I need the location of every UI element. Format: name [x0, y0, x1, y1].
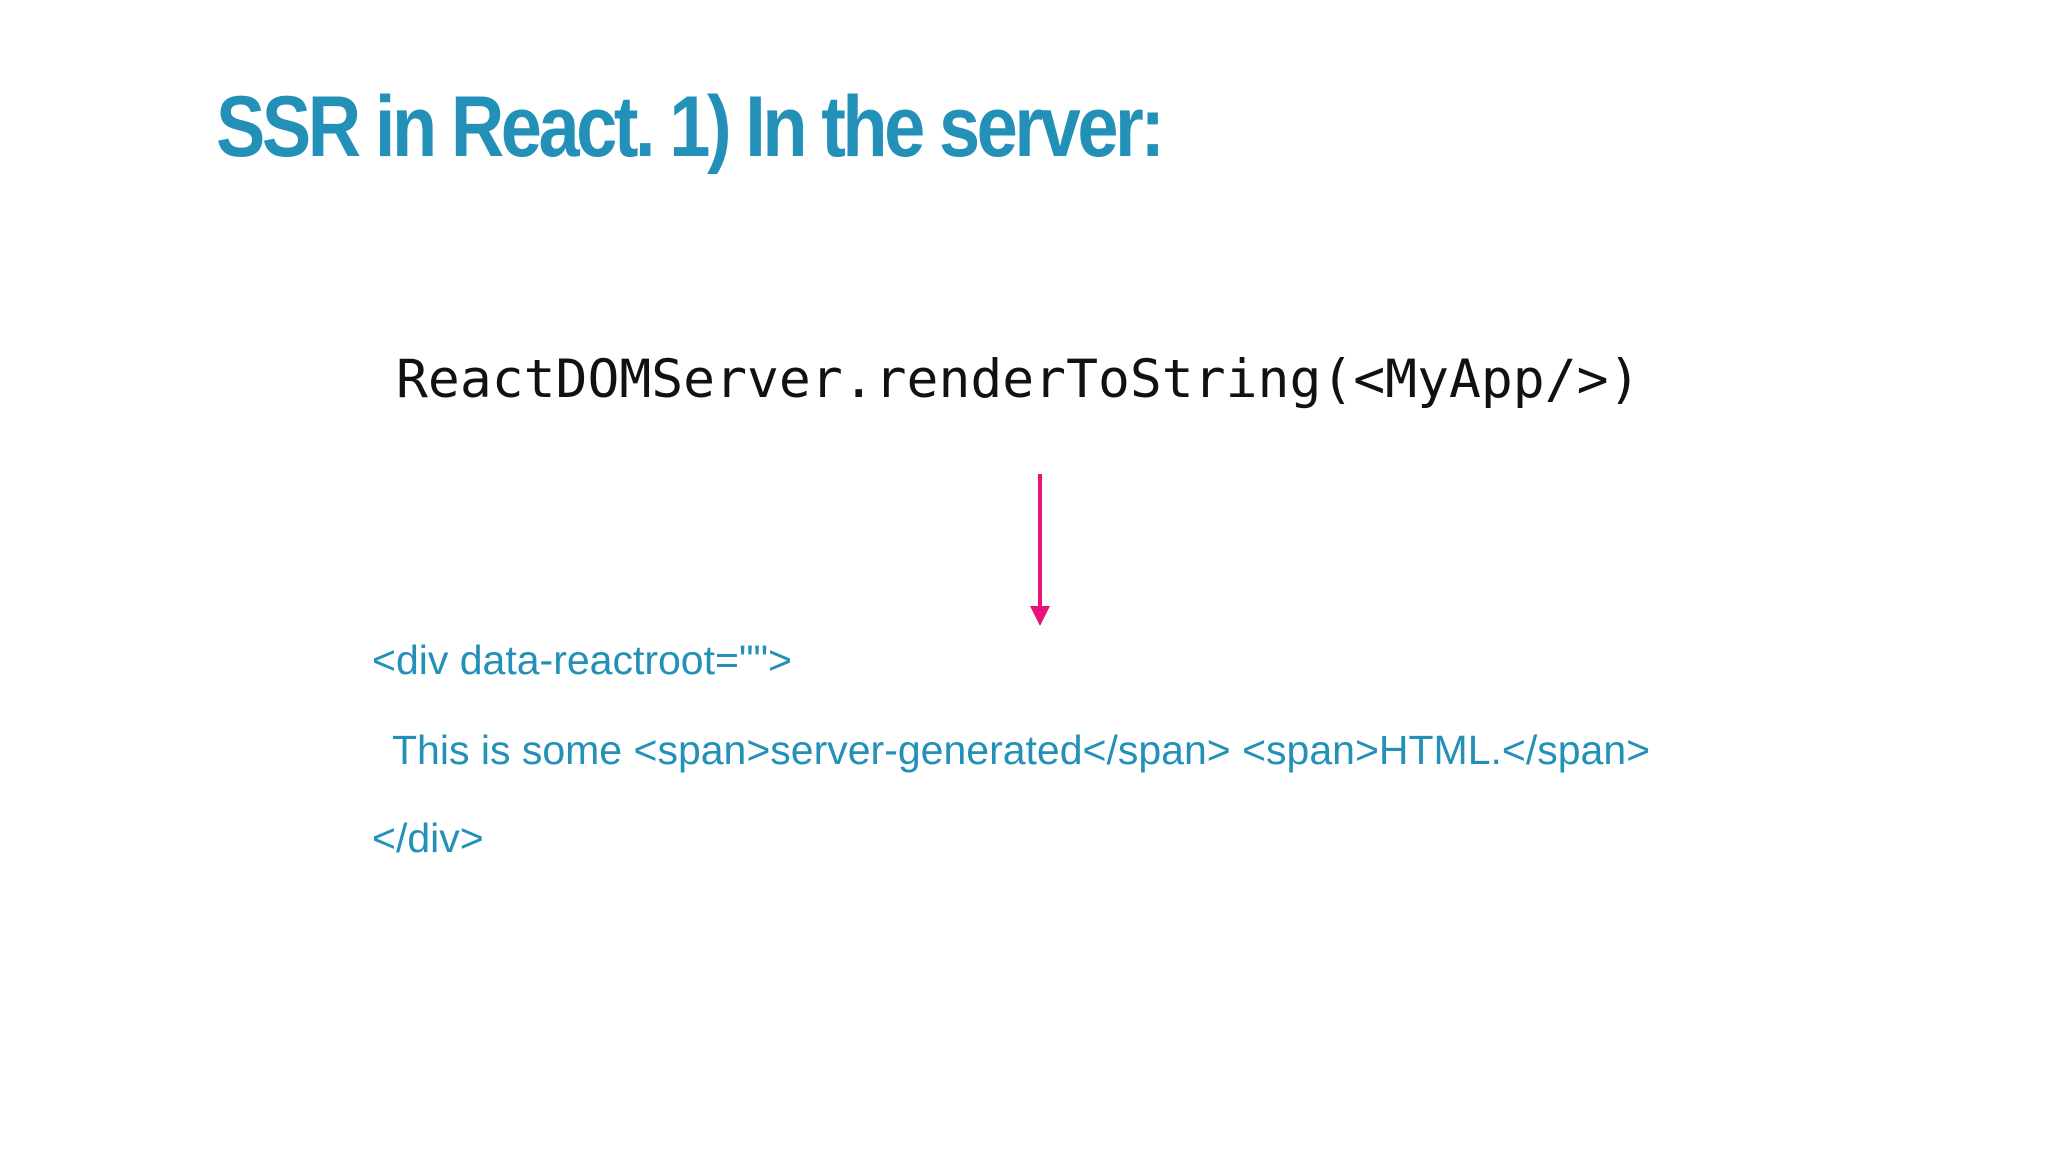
arrow-head [1030, 606, 1050, 626]
output-line-close-div: </div> [372, 815, 484, 861]
output-line-open-div: <div data-reactroot=""> [372, 637, 792, 683]
slide-title: SSR in React. 1) In the server: [216, 79, 1165, 175]
arrow-down-icon [1030, 474, 1050, 626]
output-line-content: This is some <span>server-generated</spa… [392, 727, 1651, 773]
code-call: ReactDOMServer.renderToString(<MyApp/>) [396, 349, 1641, 410]
